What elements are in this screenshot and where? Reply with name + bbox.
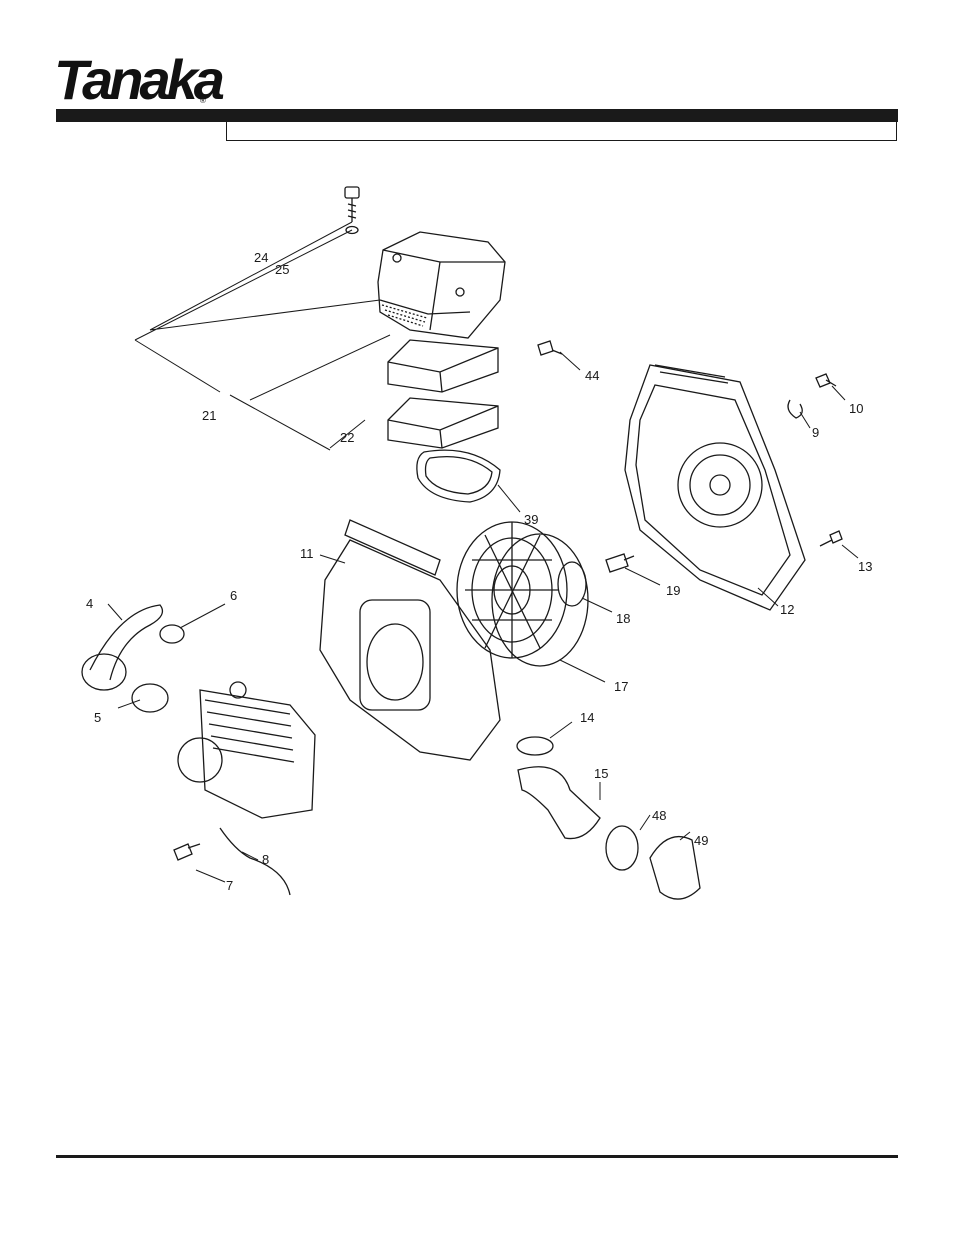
screw-44-part <box>537 340 563 356</box>
fan-housing-11-part <box>319 519 501 761</box>
fan-17-part <box>456 521 589 667</box>
clamp-5-part <box>131 683 169 713</box>
callout-11: 11 <box>300 546 314 561</box>
bolt-7-part <box>173 843 201 861</box>
callout-49: 49 <box>694 833 708 848</box>
fan-housing-12-part <box>624 364 806 611</box>
gasket-14-part <box>516 736 554 756</box>
section-title-box <box>226 122 897 141</box>
filter-element-part <box>387 339 499 393</box>
callout-48: 48 <box>652 808 666 823</box>
washer-25-part <box>345 225 359 235</box>
elbow-15-part <box>517 766 601 840</box>
plate-18-part <box>557 561 587 607</box>
screw-10-part <box>815 373 837 388</box>
callout-4: 4 <box>86 596 93 611</box>
wire-8-part <box>219 827 291 896</box>
callout-9: 9 <box>812 425 819 440</box>
callout-44: 44 <box>585 368 599 383</box>
brand-logo: Tanaka <box>54 48 225 111</box>
pipe-4-part <box>81 604 164 691</box>
callout-24: 24 <box>254 250 268 265</box>
callout-5: 5 <box>94 710 101 725</box>
callout-10: 10 <box>849 401 863 416</box>
footer-rule <box>56 1155 898 1158</box>
callout-39: 39 <box>524 512 538 527</box>
callout-17: 17 <box>614 679 628 694</box>
callout-18: 18 <box>616 611 630 626</box>
bolt-19-part <box>605 553 635 573</box>
header-bar <box>56 109 898 122</box>
registered-mark: ® <box>200 96 206 105</box>
clamp-6-part <box>159 624 185 644</box>
callout-22: 22 <box>340 430 354 445</box>
callout-19: 19 <box>666 583 680 598</box>
callout-8: 8 <box>262 852 269 867</box>
sleeve-49-part <box>649 835 701 900</box>
callout-13: 13 <box>858 559 872 574</box>
ring-48-part <box>605 825 639 871</box>
screw-24-part <box>344 186 360 222</box>
callout-6: 6 <box>230 588 237 603</box>
callout-15: 15 <box>594 766 608 781</box>
callout-14: 14 <box>580 710 594 725</box>
filter-element-22-part <box>387 397 499 449</box>
callout-21: 21 <box>202 408 216 423</box>
callout-12: 12 <box>780 602 794 617</box>
callout-7: 7 <box>226 878 233 893</box>
callout-25: 25 <box>275 262 289 277</box>
gasket-39-part <box>416 449 501 503</box>
air-cleaner-cover-part <box>377 231 506 339</box>
clip-9-part <box>787 399 803 419</box>
engine-part <box>177 681 316 819</box>
screw-13-part <box>819 530 843 547</box>
